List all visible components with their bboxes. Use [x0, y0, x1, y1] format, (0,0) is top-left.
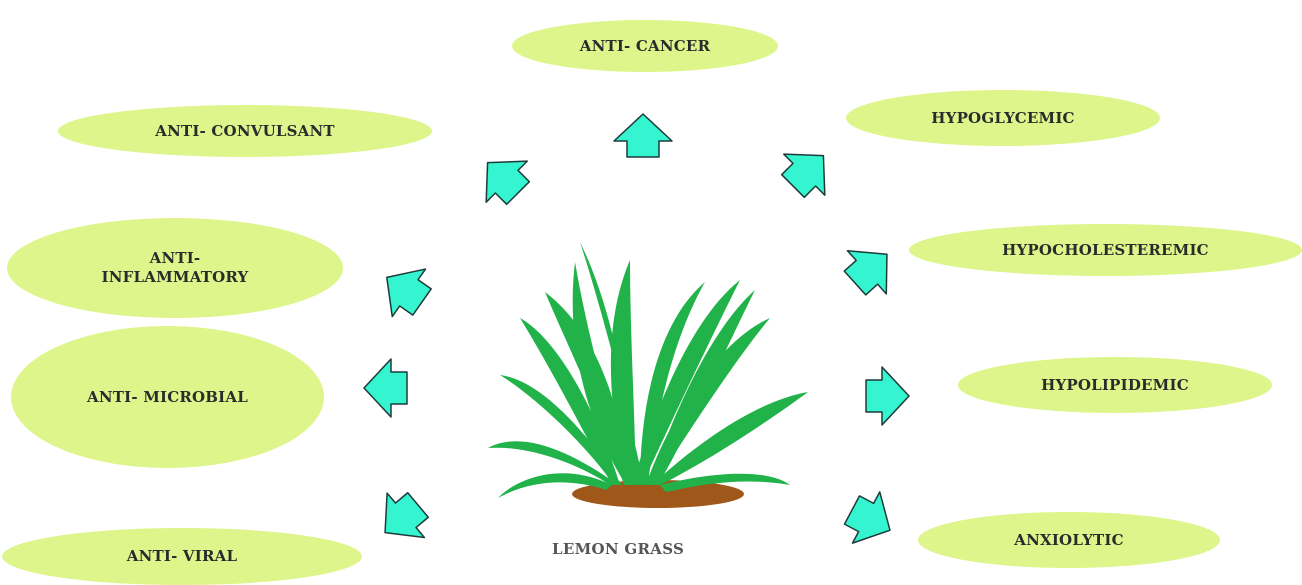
- node-anxiolytic: ANXIOLYTIC: [918, 512, 1220, 568]
- node-hypocholesteremic: HYPOCHOLESTEREMIC: [909, 224, 1302, 276]
- label-anti-convulsant: ANTI- CONVULSANT: [155, 122, 335, 141]
- node-anti-microbial: ANTI- MICROBIAL: [11, 326, 324, 468]
- label-anti-cancer: ANTI- CANCER: [580, 37, 711, 56]
- label-anti-inflammatory: ANTI- INFLAMMATORY: [102, 249, 249, 287]
- plant-leaves: [488, 242, 808, 498]
- label-hypoglycemic: HYPOGLYCEMIC: [931, 109, 1074, 128]
- label-hypocholesteremic: HYPOCHOLESTEREMIC: [1002, 241, 1209, 260]
- label-anxiolytic: ANXIOLYTIC: [1014, 531, 1123, 550]
- node-anti-convulsant: ANTI- CONVULSANT: [58, 105, 432, 157]
- label-anti-microbial: ANTI- MICROBIAL: [87, 388, 248, 407]
- node-anti-viral: ANTI- VIRAL: [2, 528, 362, 585]
- node-hypolipidemic: HYPOLIPIDEMIC: [958, 357, 1272, 413]
- label-anti-viral: ANTI- VIRAL: [127, 547, 237, 566]
- node-hypoglycemic: HYPOGLYCEMIC: [846, 90, 1160, 146]
- center-label-lemon-grass: LEMON GRASS: [552, 540, 684, 558]
- node-anti-inflammatory: ANTI- INFLAMMATORY: [7, 218, 343, 318]
- node-anti-cancer: ANTI- CANCER: [512, 20, 778, 72]
- label-hypolipidemic: HYPOLIPIDEMIC: [1041, 376, 1189, 395]
